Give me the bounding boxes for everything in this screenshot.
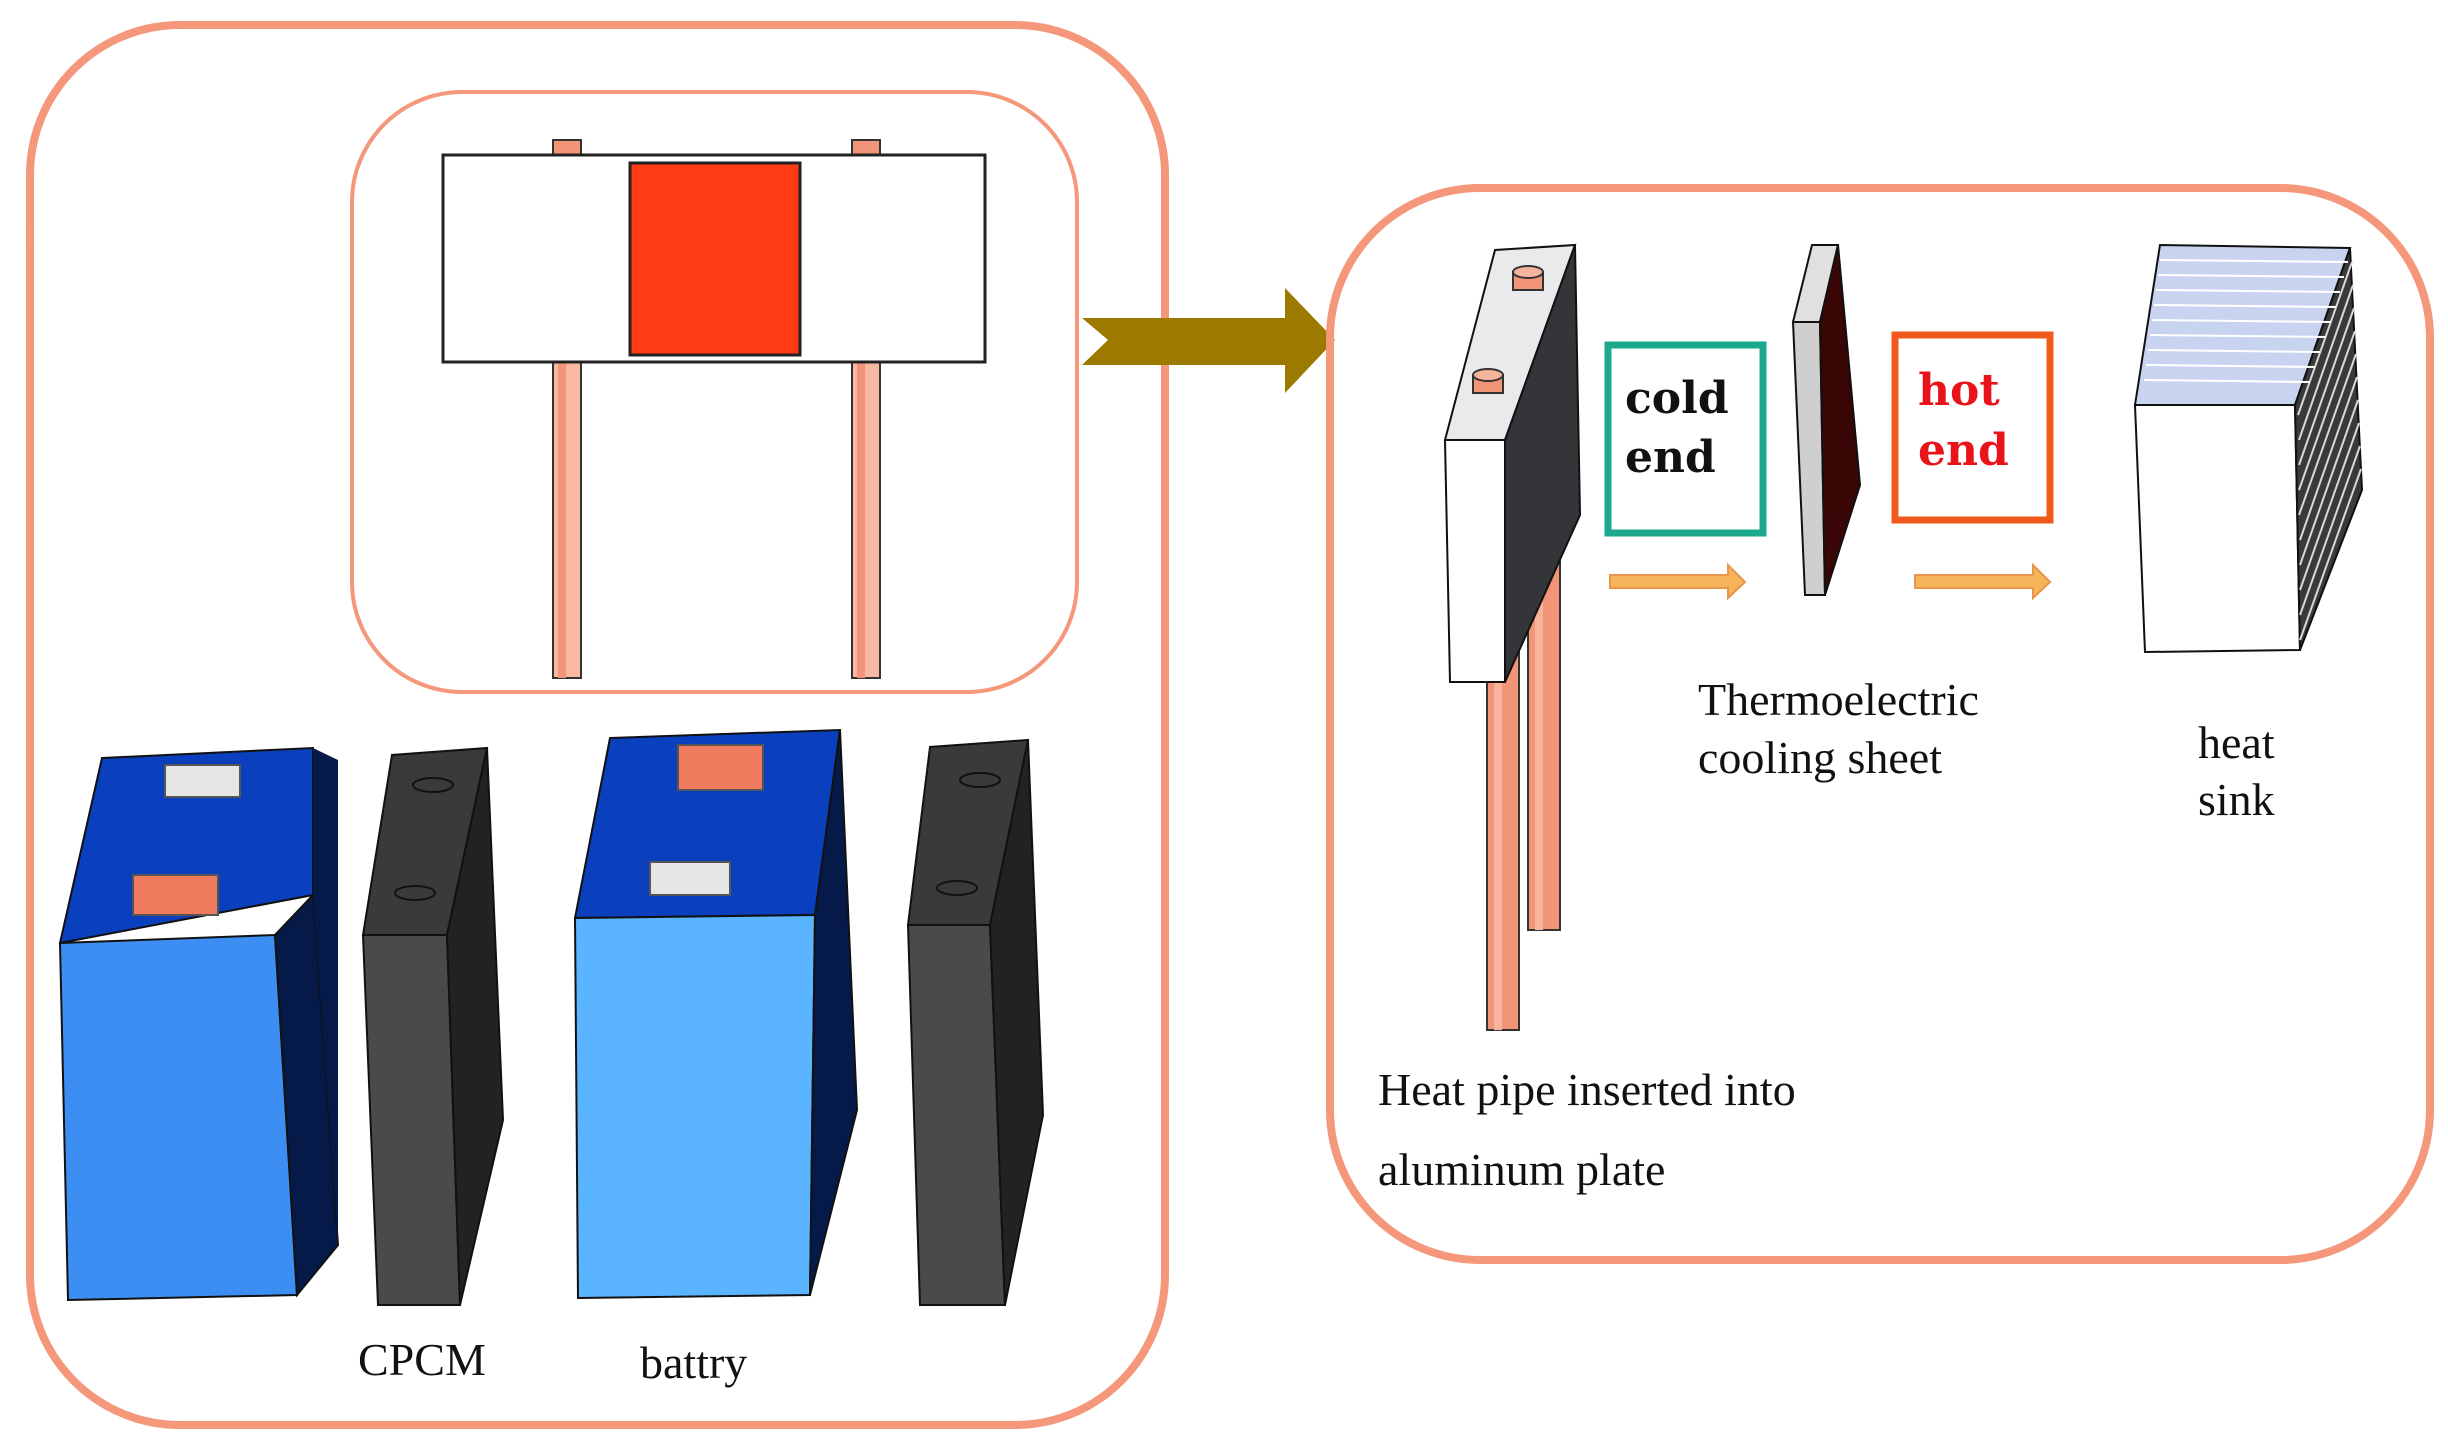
thermoelectric-area: [628, 161, 802, 357]
hot-end-label-2: end: [1918, 425, 2009, 476]
heat-sink-label-2: sink: [2198, 774, 2275, 825]
thermoelectric-sheet-icon: [1791, 244, 1862, 596]
cold-end-label-2: end: [1625, 432, 1716, 483]
hot-end-box: [1891, 331, 2054, 524]
arrow-icon: [1914, 562, 2052, 601]
battery-icon: [58, 746, 340, 1302]
heat-pipe-label: Heat pipe inserted into: [1378, 1064, 1796, 1115]
front-view-panel: [350, 90, 1079, 694]
heat-sink-icon: [2133, 243, 2364, 654]
battery-icon: [573, 728, 859, 1300]
cpcm-label: CPCM: [358, 1334, 486, 1385]
heat-pipe-front-view-icon: [441, 139, 987, 679]
thermoelectric-label: Thermoelectric: [1698, 674, 1979, 725]
hot-end-label: hot: [1918, 365, 2000, 416]
heat-sink-label: heat: [2198, 717, 2275, 768]
cpcm-plate-icon: [361, 746, 505, 1306]
cpcm-plate-icon: [906, 738, 1045, 1306]
arrow-icon: [1082, 288, 1335, 393]
battery-label: battry: [640, 1337, 747, 1388]
cold-end-label: cold: [1625, 373, 1729, 424]
arrow-icon: [1609, 562, 1747, 601]
thermoelectric-label-2: cooling sheet: [1698, 732, 1942, 783]
heat-pipe-label-2: aluminum plate: [1378, 1144, 1665, 1195]
cold-end-box: [1604, 341, 1767, 537]
left-panel: [26, 21, 1169, 1429]
heat-pipe-icon: [1443, 243, 1582, 1031]
right-panel: [1326, 184, 2434, 1264]
